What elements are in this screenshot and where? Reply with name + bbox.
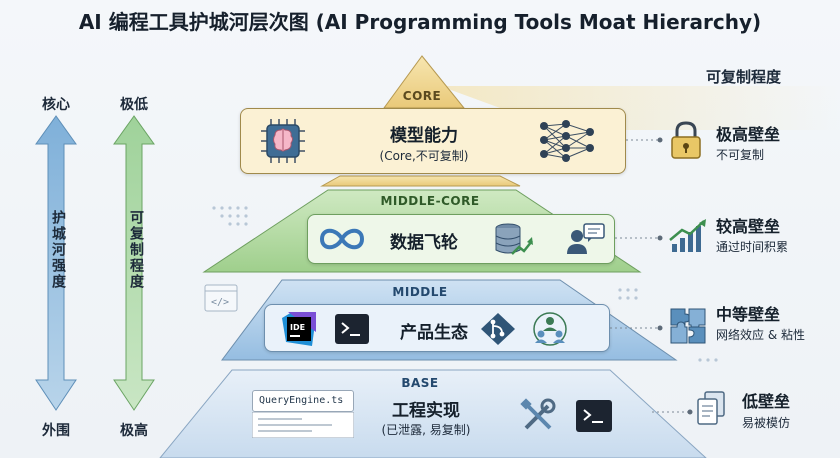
community-icon [530,310,570,348]
base-barrier-title: 低壁垒 [742,388,790,412]
user-chat-icon [566,222,606,258]
moat-axis-label: 护城河强度 [45,210,67,290]
copy-axis-bottom-label: 极高 [120,420,148,440]
chip-brain-icon [257,115,311,167]
git-branch-icon [480,312,516,346]
growth-chart-icon [668,218,708,254]
moat-axis-top-label: 核心 [42,94,70,114]
core-tier-label: CORE [390,89,454,103]
decor-dots-left [212,206,247,225]
middle-core-barrier-desc: 通过时间积累 [716,238,788,255]
neural-network-icon [536,118,598,164]
core-barrier-desc: 不可复制 [716,146,764,163]
puzzle-icon [668,306,708,346]
tools-icon [520,398,556,434]
svg-text:</>: </> [211,297,229,308]
copy-docs-icon [696,390,726,426]
copy-axis-label: 可复制程度 [123,210,145,290]
ide-icon: IDE [282,312,316,346]
middle-tier-label: MIDDLE [370,285,470,299]
connector-lines [610,140,690,412]
infinity-loop-icon [318,224,366,254]
moat-axis-bottom-label: 外围 [42,420,70,440]
terminal-icon [335,314,369,344]
base-tier-subtitle: (已泄露, 易复制) [356,421,496,438]
file-chip-name: QueryEngine.ts [259,395,343,406]
code-lines-icon [252,412,354,438]
file-chip: QueryEngine.ts [252,390,354,412]
copy-axis-top-label: 极低 [120,94,148,114]
lock-icon [668,120,704,160]
copyability-header: 可复制程度 [706,66,826,87]
core-barrier-title: 极高壁垒 [716,121,780,145]
middle-core-tier-label: MIDDLE-CORE [350,194,510,208]
core-tier-base [322,176,520,186]
middle-core-tier-name: 数据飞轮 [364,228,484,253]
svg-text:IDE: IDE [290,323,305,332]
database-growth-icon [492,220,534,260]
middle-core-barrier-title: 较高壁垒 [716,213,780,237]
middle-tier-name: 产品生态 [374,318,494,343]
connector-dots [658,138,693,415]
core-tier-name: 模型能力 [354,121,494,146]
base-tier-label: BASE [390,376,450,390]
middle-barrier-title: 中等壁垒 [716,301,780,325]
middle-barrier-desc: 网络效应 & 粘性 [716,326,805,343]
core-tier-subtitle: (Core,不可复制) [354,147,494,164]
code-window-icon: </> [204,284,238,312]
base-barrier-desc: 易被模仿 [742,414,790,431]
terminal-icon [576,400,612,432]
base-tier-name: 工程实现 [366,396,486,421]
